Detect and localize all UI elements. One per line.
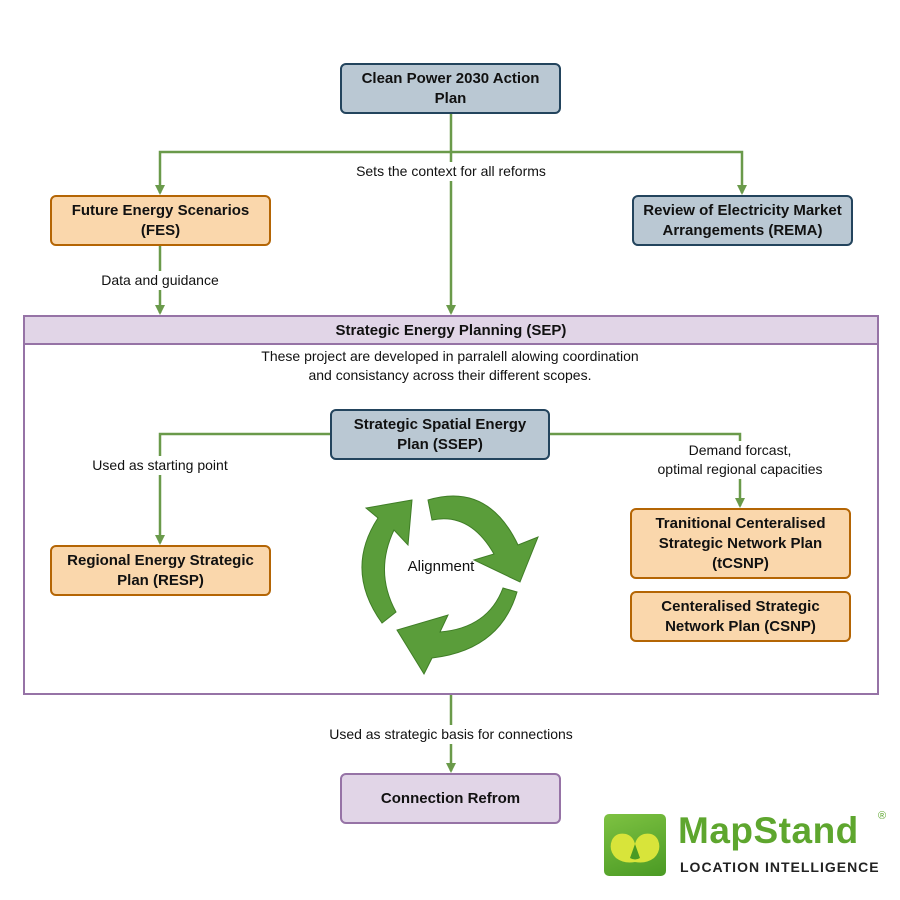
node-tcsnp[interactable]: Tranitional Centeralised Strategic Netwo… [630,508,851,579]
note-parallel-line1: These project are developed in parralell… [261,348,639,364]
alignment-label: Alignment [407,558,475,575]
edge-cp2030-fes [155,113,453,195]
node-ssep[interactable]: Strategic Spatial Energy Plan (SSEP) [330,409,550,460]
edge-ssep-tcsnp [549,432,745,508]
sep-header[interactable]: Strategic Energy Planning (SEP) [23,315,879,345]
logo-registered-mark: ® [878,810,887,822]
edge-cp2030-rema [451,150,747,195]
edge-label-context: Sets the context for all reforms [330,162,572,181]
edge-label-demand-line2: optimal regional capacities [640,460,840,479]
logo-name: MapStand [678,810,859,851]
mapstand-logo: MapStand ® LOCATION INTELLIGENCE [604,810,894,880]
cycle-arrow-bottom [396,587,518,676]
cycle-arrow-top [427,495,539,583]
logo-tagline: LOCATION INTELLIGENCE [680,859,880,875]
edge-label-data-guidance: Data and guidance [85,271,235,290]
alignment-cycle-icon [361,495,539,676]
logo-mark-shape [610,833,660,863]
node-resp[interactable]: Regional Energy Strategic Plan (RESP) [50,545,271,596]
node-clean-power-2030[interactable]: Clean Power 2030 Action Plan [340,63,561,114]
edge-label-strategic-basis: Used as strategic basis for connections [300,725,602,744]
mapstand-logo-icon [604,814,666,876]
node-fes[interactable]: Future Energy Scenarios (FES) [50,195,271,246]
node-connection-reform[interactable]: Connection Refrom [340,773,561,824]
edge-ssep-resp [155,432,330,545]
cycle-arrow-left [361,499,413,624]
node-rema[interactable]: Review of Electricity Market Arrangement… [632,195,853,246]
note-parallel-line2: and consistancy across their different s… [308,367,592,383]
node-csnp[interactable]: Centeralised Strategic Network Plan (CSN… [630,591,851,642]
edge-label-starting-point: Used as starting point [75,456,245,475]
edge-label-demand-line1: Demand forcast, [640,441,840,460]
